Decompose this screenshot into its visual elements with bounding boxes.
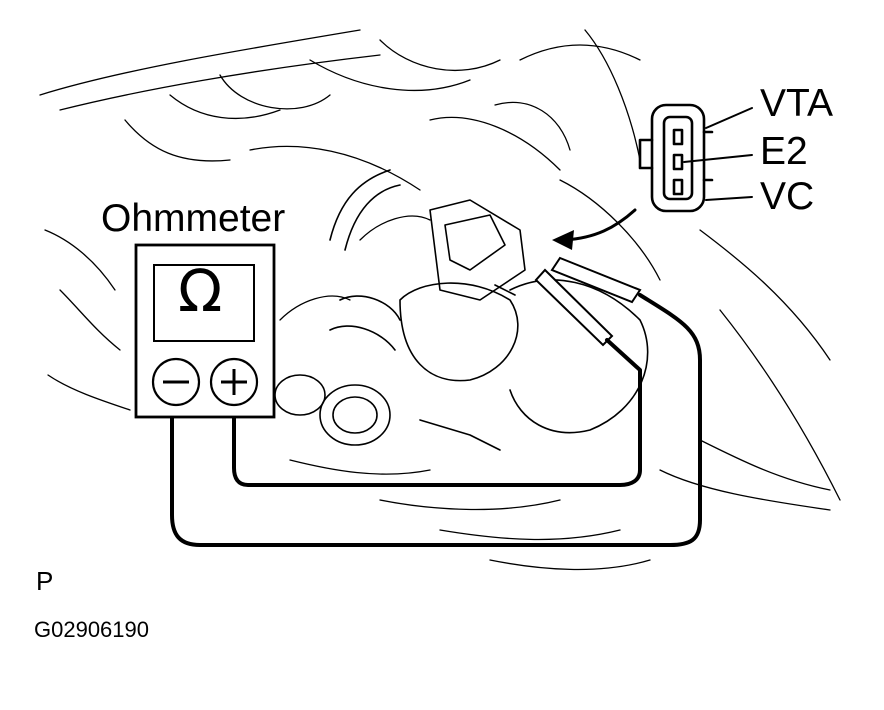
meter-button-glyphs (163, 369, 247, 395)
figure-code: G02906190 (34, 617, 149, 642)
test-leads (170, 293, 702, 547)
plus-icon (221, 369, 247, 395)
view-letter: P (36, 566, 54, 596)
connector-plug (638, 103, 714, 213)
connector-leader-lines (683, 107, 753, 201)
ohm-symbol-icon: Ω (178, 257, 223, 325)
test-probes (534, 256, 642, 347)
throttle-body-sketch (274, 169, 649, 451)
vta-terminal-label: VTA (760, 82, 833, 125)
vc-terminal-label: VC (760, 175, 815, 218)
ohmmeter-body (134, 243, 276, 419)
e2-terminal-label: E2 (760, 130, 808, 173)
pointer-arrow (563, 208, 637, 242)
ohmmeter-label: Ohmmeter (101, 197, 286, 240)
pointer-arrowhead (552, 230, 574, 250)
